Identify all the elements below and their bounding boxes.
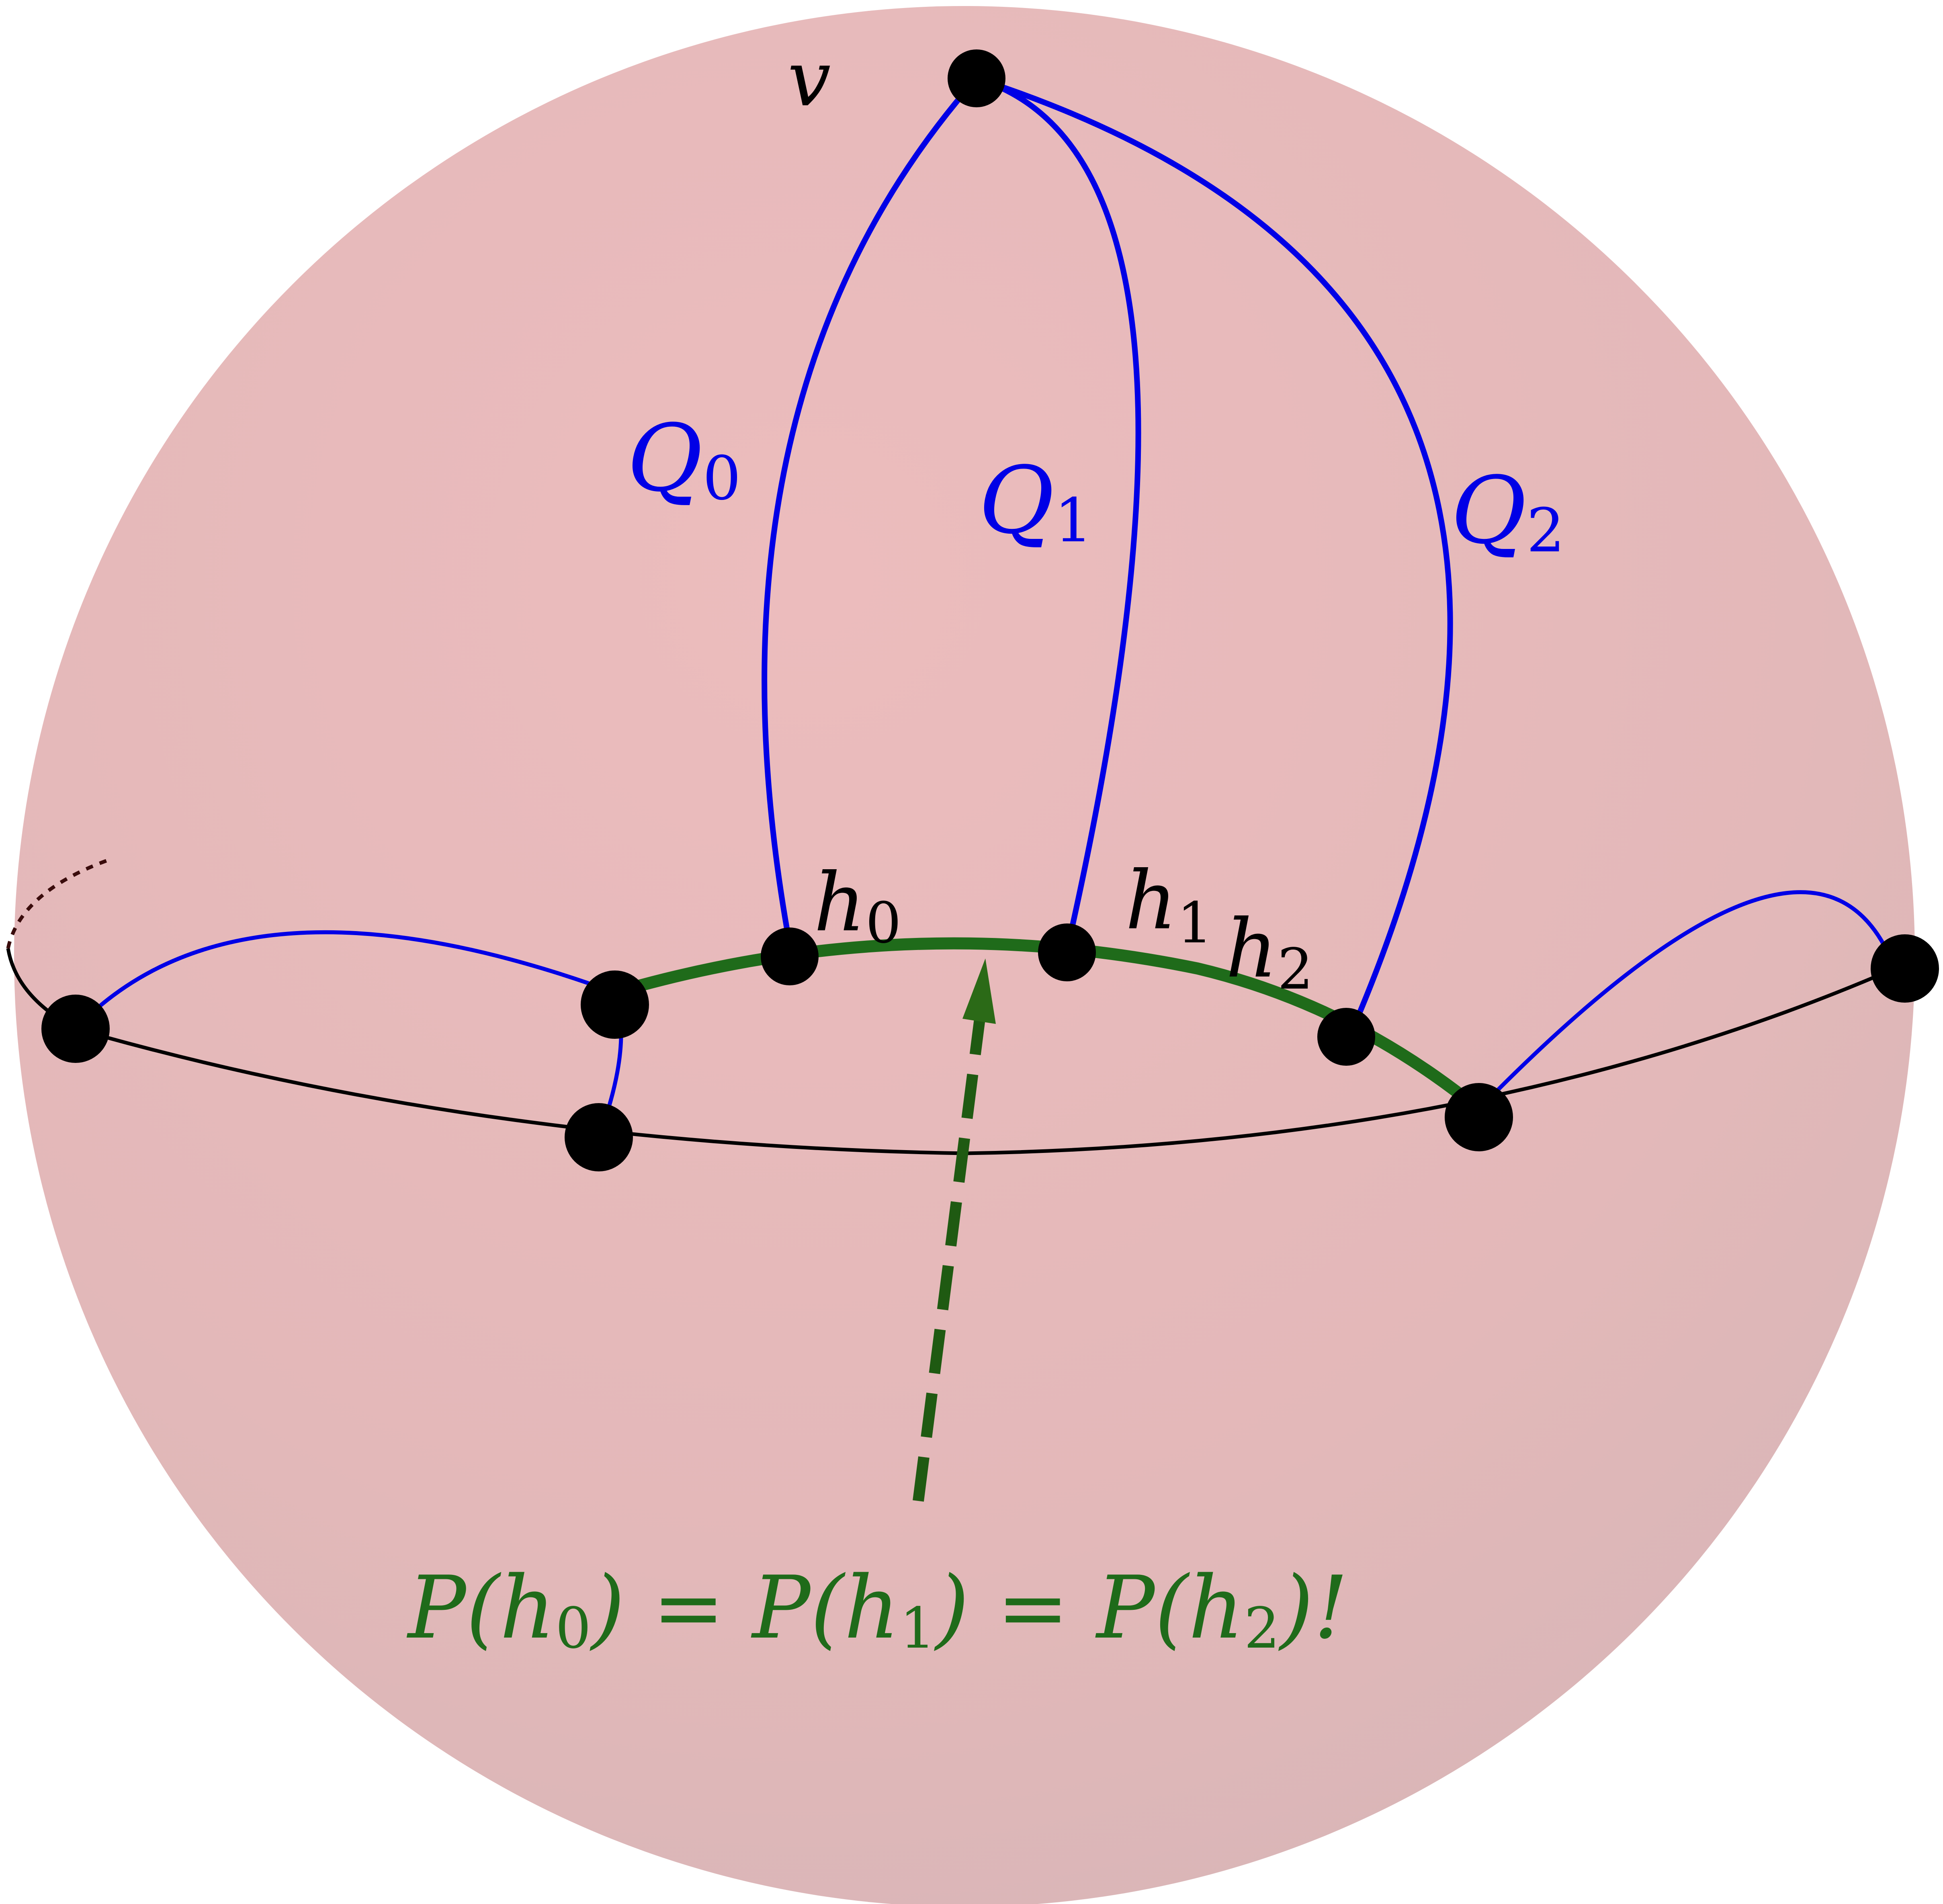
vertex-b bbox=[565, 1103, 633, 1171]
label-h1: h1 bbox=[1125, 854, 1213, 956]
vertex-right-low bbox=[1445, 1083, 1513, 1151]
vertex-a bbox=[581, 970, 649, 1039]
path-q1 bbox=[975, 76, 1141, 951]
left-edge-dotted bbox=[6, 858, 109, 949]
vertex-h2 bbox=[1317, 1008, 1375, 1066]
dashed-arrow-shaft bbox=[913, 1012, 986, 1502]
label-h2: h2 bbox=[1226, 902, 1313, 1002]
vertex-h1 bbox=[1038, 923, 1096, 981]
path-q2 bbox=[975, 76, 1453, 1036]
sphere bbox=[14, 6, 1915, 1904]
left-loop-path bbox=[74, 930, 616, 1030]
label-q2: Q2 bbox=[1451, 457, 1565, 566]
label-q0: Q0 bbox=[627, 405, 741, 514]
arrow-head bbox=[962, 958, 996, 1024]
label-q1: Q1 bbox=[979, 447, 1093, 556]
vertex-left bbox=[41, 995, 110, 1063]
vertex-v bbox=[948, 49, 1005, 107]
right-loop-path bbox=[1477, 890, 1897, 1111]
vertex-right-edge bbox=[1871, 934, 1939, 1003]
path-q0 bbox=[762, 76, 979, 945]
label-h0: h0 bbox=[814, 856, 901, 956]
vertex-h0 bbox=[761, 927, 819, 985]
equation-label: P(h0) = P(h1) = P(h2)! bbox=[406, 1557, 1348, 1661]
label-v: v bbox=[788, 35, 831, 123]
